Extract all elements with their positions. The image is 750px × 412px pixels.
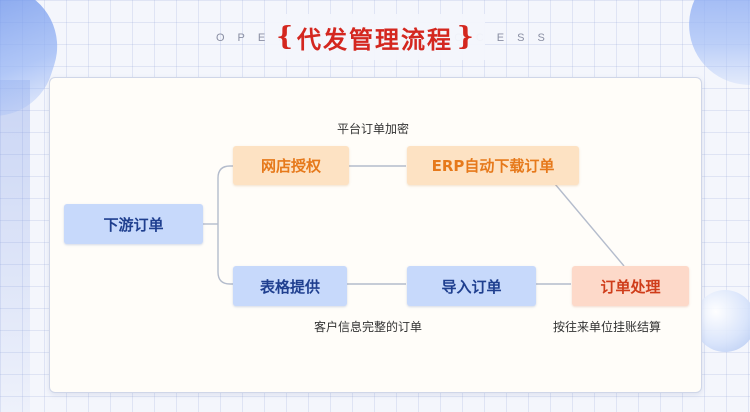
connector-branch-down (217, 224, 233, 285)
caption-settlement: 按往来单位挂账结算 (553, 320, 662, 334)
header: OPERATION PROCESS { 代发管理流程 } (0, 14, 750, 64)
node-import-order: 导入订单 (407, 266, 536, 306)
connector-lines (203, 165, 625, 285)
page-title: 代发管理流程 (297, 25, 453, 54)
caption-platform-encrypt: 平台订单加密 (337, 122, 410, 136)
node-store-auth: 网店授权 (233, 146, 349, 185)
title-block: { 代发管理流程 } (265, 14, 485, 60)
connector-branch-up (217, 165, 233, 224)
node-table-provide: 表格提供 (233, 266, 347, 306)
node-order-process: 订单处理 (572, 266, 689, 306)
connector-erp-process (554, 183, 625, 267)
node-downstream-order: 下游订单 (64, 204, 203, 244)
node-erp-download: ERP自动下载订单 (407, 146, 579, 185)
decor-bubble (694, 290, 750, 352)
brace-left: { (276, 22, 293, 52)
left-decor-bar (0, 80, 30, 412)
flow-card: 下游订单 网店授权 ERP自动下载订单 表格提供 导入订单 订单处理 平台订单加… (49, 77, 702, 393)
caption-complete-info: 客户信息完整的订单 (314, 320, 423, 334)
brace-right: } (457, 22, 474, 52)
